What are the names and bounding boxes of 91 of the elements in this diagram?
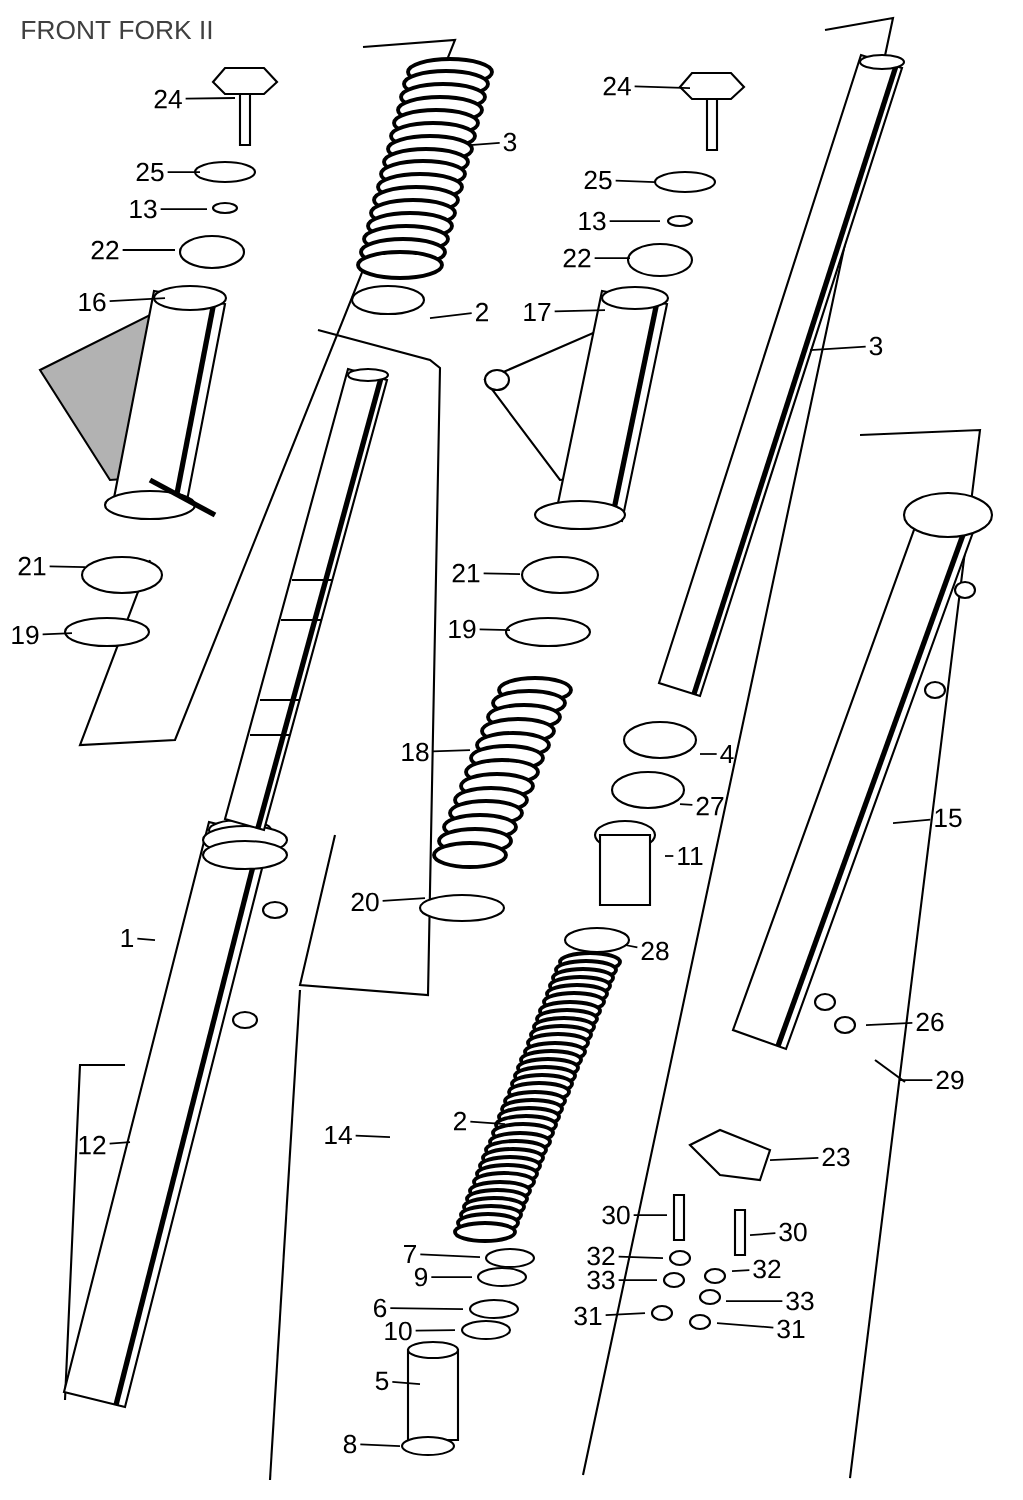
leader-line <box>608 220 661 222</box>
leader-line <box>184 97 236 100</box>
leader-line <box>593 257 631 259</box>
leader-line <box>725 1300 784 1302</box>
callout-number: 18 <box>402 742 429 762</box>
leader-line <box>553 309 606 313</box>
leader-line <box>159 208 208 210</box>
callout-number: 27 <box>696 796 724 816</box>
leader-line <box>41 632 73 636</box>
leader-line <box>478 628 511 631</box>
leader-line <box>136 937 156 941</box>
leader-line <box>469 1120 506 1125</box>
callout-number: 8 <box>343 1434 357 1454</box>
leader-line <box>632 1214 668 1216</box>
callout-number: 31 <box>777 1319 805 1339</box>
leader-line <box>604 1312 646 1316</box>
callout-number: 23 <box>822 1147 850 1167</box>
callout-number: 2 <box>476 302 488 322</box>
leader-line <box>617 1255 664 1259</box>
callout-number: 28 <box>641 941 669 961</box>
callout-number: 33 <box>587 1270 615 1290</box>
leader-line <box>865 1021 914 1026</box>
callout-number: 24 <box>603 76 631 96</box>
leader-line <box>769 1156 820 1161</box>
callout-number: 3 <box>503 132 517 152</box>
leader-line <box>892 818 932 824</box>
leader-line <box>617 1279 658 1281</box>
leader-line <box>389 1307 464 1310</box>
callout-number: 22 <box>91 240 119 260</box>
callout-number: 10 <box>385 1321 412 1341</box>
leader-line <box>108 297 166 302</box>
leader-line <box>899 1079 934 1081</box>
callout-number: 11 <box>678 846 703 866</box>
leader-line <box>430 1276 473 1278</box>
callout-number: 6 <box>374 1298 387 1318</box>
callout-number: 22 <box>563 248 591 268</box>
title: FRONT FORK II <box>22 20 212 40</box>
callout-number: 30 <box>779 1222 807 1242</box>
leader-line <box>749 1232 777 1236</box>
callout-number: 26 <box>916 1012 944 1032</box>
callout-number: 5 <box>375 1371 389 1391</box>
callout-number: 19 <box>12 625 39 645</box>
leader-line <box>354 1134 391 1138</box>
callout-number: 29 <box>936 1070 964 1090</box>
leader-line <box>359 1443 401 1447</box>
callout-number: 24 <box>154 89 182 109</box>
leader-line <box>48 565 86 568</box>
leader-line <box>614 179 656 183</box>
callout-number: 16 <box>79 292 106 312</box>
leader-line <box>716 1322 775 1329</box>
leader-line <box>469 141 501 146</box>
leader-line <box>809 345 867 351</box>
leader-line <box>679 803 694 806</box>
leader-line <box>108 1141 131 1145</box>
callout-number: 2 <box>454 1111 466 1131</box>
callout-number: 30 <box>602 1205 630 1225</box>
callout-number: 7 <box>404 1244 416 1264</box>
leader-line <box>166 171 201 173</box>
callout-number: 32 <box>587 1246 615 1266</box>
callout-number: 1 <box>121 928 134 948</box>
callout-number: 15 <box>935 808 962 828</box>
leader-line <box>664 855 675 857</box>
callout-number: 19 <box>449 619 476 639</box>
callout-number: 32 <box>753 1259 781 1279</box>
callout-number: 3 <box>869 336 883 356</box>
leader-line <box>419 1253 481 1258</box>
callout-number: 25 <box>584 170 612 190</box>
leader-line <box>429 312 473 319</box>
callout-number: 21 <box>18 556 46 576</box>
callout-number: 9 <box>414 1267 428 1287</box>
callout-number: 25 <box>136 162 164 182</box>
leader-line <box>391 1380 421 1385</box>
callout-number: 33 <box>786 1291 814 1311</box>
leader-line <box>624 944 639 949</box>
leader-line <box>633 85 691 89</box>
leader-line <box>699 753 718 755</box>
leader-line <box>731 1269 751 1272</box>
callout-number: 13 <box>130 199 157 219</box>
callout-number: 21 <box>452 563 480 583</box>
callout-number: 14 <box>325 1125 352 1145</box>
leader-line <box>482 572 521 575</box>
callout-number: 17 <box>524 302 551 322</box>
callout-number: 20 <box>351 892 379 912</box>
leader-line <box>381 897 426 902</box>
callout-number: 13 <box>579 211 606 231</box>
callout-number: 31 <box>574 1306 602 1326</box>
callout-number: 4 <box>720 744 734 764</box>
leader-line <box>121 249 176 251</box>
leader-line <box>414 1329 456 1332</box>
callout-number: 12 <box>79 1135 106 1155</box>
leader-line <box>431 749 471 753</box>
